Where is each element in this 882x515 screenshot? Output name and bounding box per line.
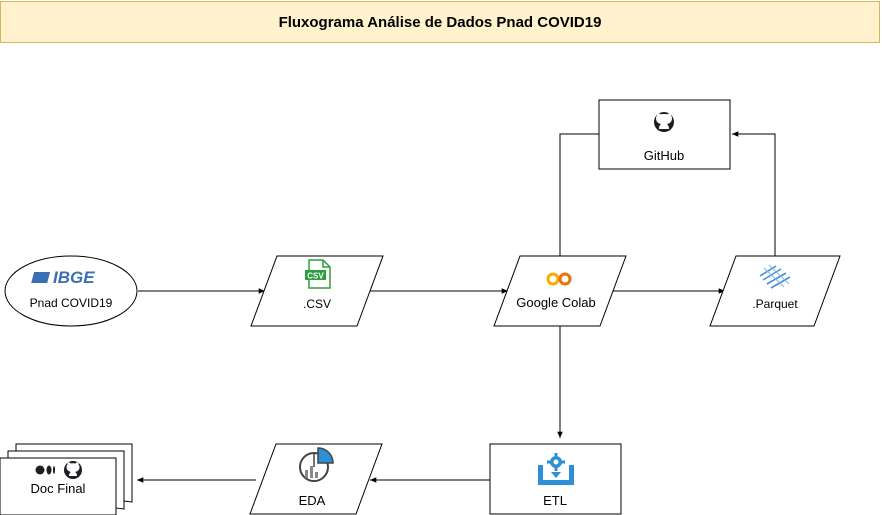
- edge-colab-github: [559, 133, 599, 256]
- node-github[interactable]: GitHub: [598, 99, 731, 170]
- node-colab[interactable]: Google Colab: [493, 255, 627, 327]
- node-eda-label: EDA: [299, 493, 326, 508]
- node-etl-label: ETL: [543, 493, 567, 508]
- node-parquet[interactable]: .Parquet: [709, 255, 841, 327]
- parquet-icon: [759, 264, 791, 289]
- pie-chart-icon: [299, 447, 334, 482]
- node-csv-label: .CSV: [303, 297, 331, 311]
- node-source-label: Pnad COVID19: [30, 296, 113, 310]
- node-csv[interactable]: CSV .CSV: [250, 255, 384, 327]
- title-bar: Fluxograma Análise de Dados Pnad COVID19: [0, 1, 880, 43]
- node-etl[interactable]: ETL: [489, 443, 622, 515]
- diagram-title: Fluxograma Análise de Dados Pnad COVID19: [278, 13, 602, 31]
- node-source[interactable]: IBGE Pnad COVID19: [4, 255, 138, 327]
- node-docfinal[interactable]: Doc Final: [0, 443, 133, 515]
- github-icon: [654, 112, 674, 132]
- csv-file-icon: CSV: [305, 259, 331, 289]
- node-docfinal-label: Doc Final: [31, 481, 86, 496]
- node-colab-label: Google Colab: [516, 295, 596, 310]
- google-colab-icon: [546, 272, 572, 286]
- medium-github-icon: [35, 461, 82, 479]
- node-parquet-label: .Parquet: [752, 297, 798, 311]
- edges: [137, 131, 776, 483]
- ibge-logo-text: IBGE: [53, 268, 95, 287]
- edge-parquet-github: [732, 131, 776, 256]
- ibge-logo: IBGE: [31, 268, 95, 287]
- node-github-label: GitHub: [644, 148, 684, 163]
- node-eda[interactable]: EDA: [249, 443, 383, 515]
- etl-gear-icon: [538, 453, 574, 485]
- svg-text:CSV: CSV: [307, 272, 324, 281]
